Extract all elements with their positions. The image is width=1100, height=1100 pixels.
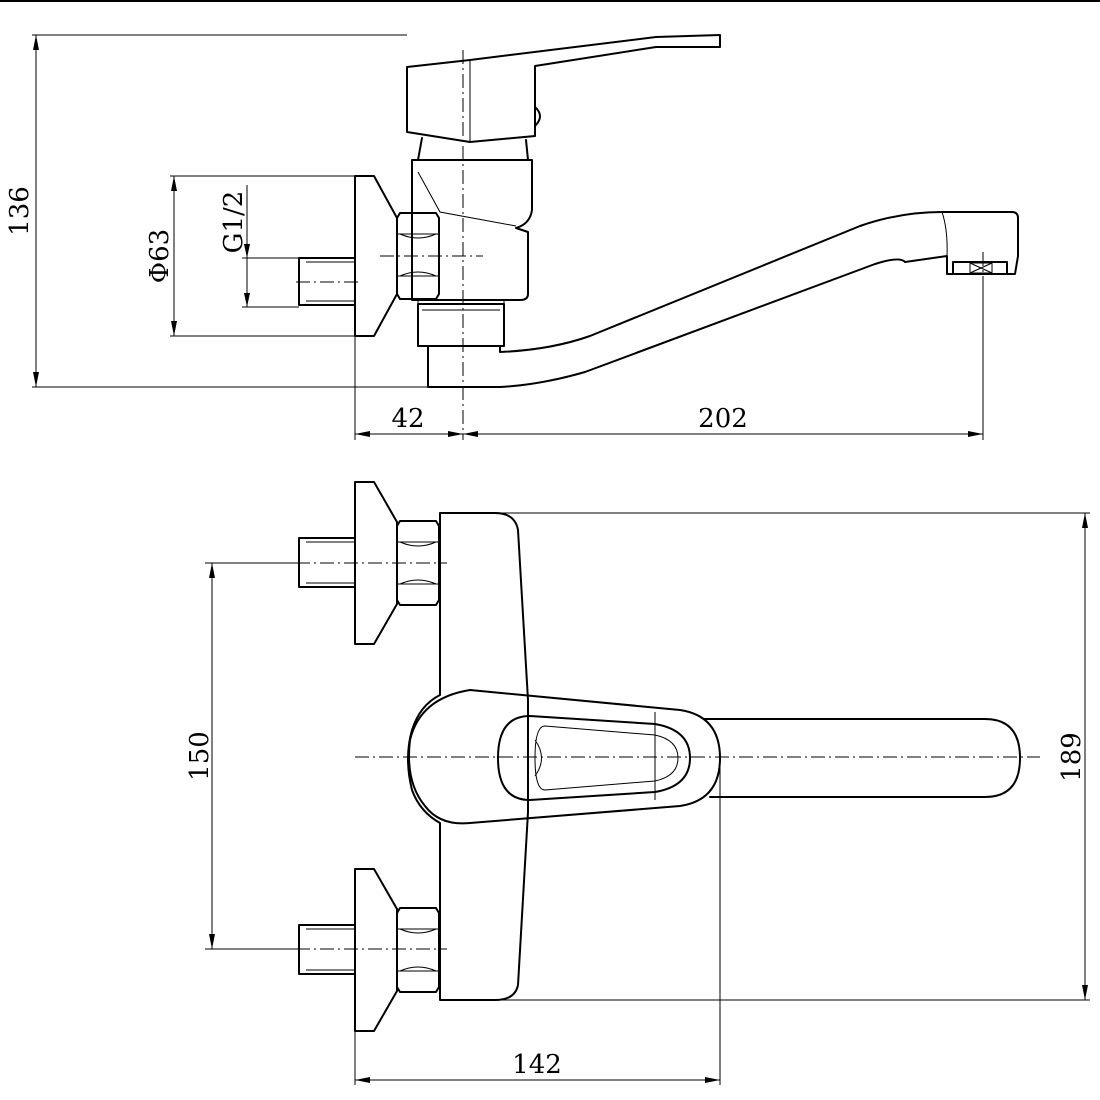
top-valve-body — [407, 512, 529, 1001]
side-hex-nut — [396, 212, 440, 300]
side-lever — [406, 34, 721, 143]
dim-thread-size: G1/2 — [219, 191, 249, 254]
dim-inlet-spacing: 150 — [185, 731, 215, 781]
dim-flange-diameter: Φ63 — [145, 229, 175, 283]
dim-spout-reach: 202 — [698, 404, 748, 434]
side-body-bevel — [417, 171, 517, 227]
dim-body-height: 189 — [1057, 732, 1087, 782]
side-spout-tip-inner — [941, 211, 948, 257]
top-spout — [703, 718, 1021, 798]
top-lever-notch — [534, 739, 542, 777]
dim-height-total: 136 — [5, 186, 35, 236]
top-lever-slot-inner — [534, 725, 679, 791]
top-view: 150 189 142 — [185, 481, 1090, 1085]
side-valve-body — [411, 159, 533, 301]
side-spout — [427, 211, 1019, 388]
side-aerator — [952, 261, 1008, 275]
dim-inlet-offset: 42 — [391, 404, 424, 434]
top-lever — [408, 689, 721, 825]
side-swivel-ring — [417, 300, 505, 347]
side-view: 136 Φ63 G1/2 42 202 — [5, 34, 1019, 440]
side-lever-knob — [534, 106, 541, 127]
top-inlet-lower — [298, 868, 440, 1032]
dim-body-depth: 142 — [512, 1050, 562, 1080]
top-lever-slot-outer — [497, 715, 691, 801]
